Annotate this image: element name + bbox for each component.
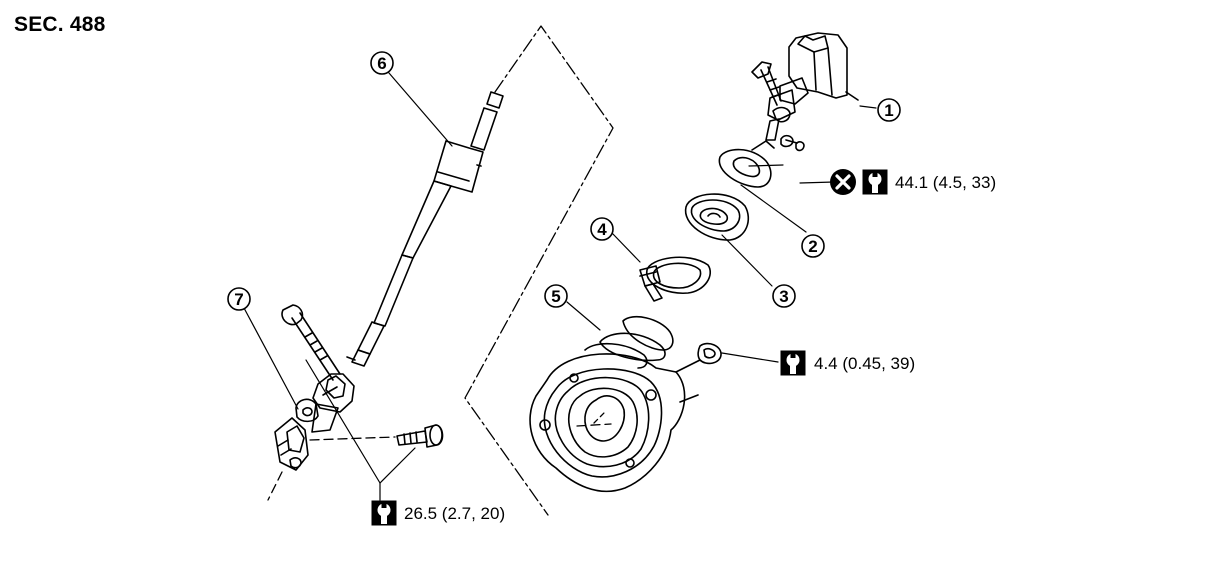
- part-2-seal: [718, 140, 775, 188]
- part-5-dust-boot: [529, 316, 722, 493]
- callout-4: 4: [590, 217, 614, 241]
- torque-value-2: 4.4 (0.45, 39): [814, 354, 915, 373]
- callout-2: 2: [801, 234, 825, 258]
- callout-6-number: 6: [377, 54, 386, 73]
- callout-1: 1: [877, 98, 901, 122]
- part-6-steering-shaft: [346, 91, 504, 367]
- torque-wrench-icon: [862, 169, 888, 195]
- part-3-cover: [684, 193, 750, 241]
- torque-spec-2: 4.4 (0.45, 39): [780, 350, 915, 376]
- centerline-dashes: [267, 412, 612, 501]
- section-label: SEC. 488: [14, 13, 106, 36]
- torque-wrench-icon: [780, 350, 806, 376]
- callout-3-number: 3: [779, 287, 788, 306]
- part-4-clamp: [639, 256, 712, 302]
- do-not-reuse-icon: [830, 169, 856, 195]
- callout-4-number: 4: [597, 220, 607, 239]
- torque-wrench-icon: [371, 500, 397, 526]
- part-7-lower-joint: [274, 304, 444, 471]
- part-1-column-clamp: [751, 32, 859, 152]
- callout-7: 7: [227, 287, 251, 311]
- callout-5-number: 5: [551, 287, 560, 306]
- callout-6: 6: [370, 51, 394, 75]
- callout-5: 5: [544, 284, 568, 308]
- torque-spec-3: 26.5 (2.7, 20): [371, 500, 505, 526]
- torque-value-1: 44.1 (4.5, 33): [895, 173, 996, 192]
- torque-spec-1: 44.1 (4.5, 33): [830, 169, 996, 195]
- callout-1-number: 1: [884, 101, 893, 120]
- callout-3: 3: [772, 284, 796, 308]
- callout-2-number: 2: [808, 237, 817, 256]
- leader-lines: [243, 72, 877, 501]
- assembly-boundary-line: [464, 25, 614, 516]
- torque-value-3: 26.5 (2.7, 20): [404, 504, 505, 523]
- callout-7-number: 7: [234, 290, 243, 309]
